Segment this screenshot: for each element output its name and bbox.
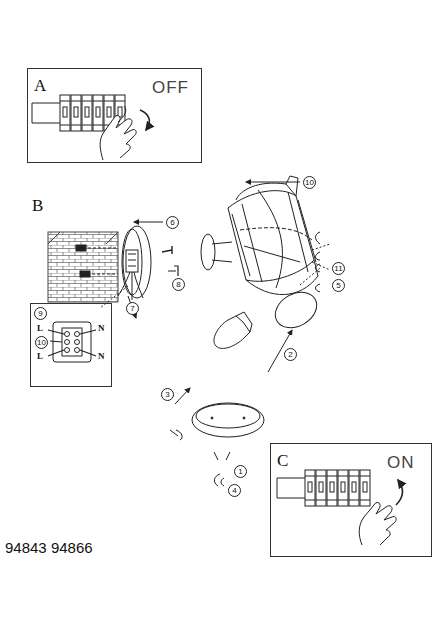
- callout-number: 8: [172, 278, 185, 291]
- callout-number: 3: [161, 388, 174, 401]
- panel-box: A OFF: [27, 68, 202, 163]
- callout-number: 4: [228, 484, 241, 497]
- panel-letter: 9: [34, 307, 47, 320]
- panel-letter: C: [277, 452, 288, 469]
- callout-number: 10: [303, 176, 316, 189]
- panel-box: C ON: [270, 443, 432, 557]
- pin-label: N: [98, 352, 105, 361]
- callout-number: 11: [332, 262, 345, 275]
- callout-number: 10: [35, 336, 48, 349]
- pin-label: L: [37, 324, 43, 333]
- callout-number: 6: [166, 216, 179, 229]
- switch-state: OFF: [152, 79, 189, 96]
- section-letter: B: [32, 197, 43, 214]
- callout-number: 5: [332, 279, 345, 292]
- callout-number: 2: [284, 348, 297, 361]
- model-number: 94843 94866: [5, 540, 93, 555]
- callout-number: 1: [234, 465, 247, 478]
- pin-label: N: [98, 324, 105, 333]
- callout-number: 7: [126, 302, 139, 315]
- panel-letter: A: [34, 77, 46, 94]
- pin-label: L: [37, 352, 43, 361]
- switch-state: ON: [387, 454, 415, 471]
